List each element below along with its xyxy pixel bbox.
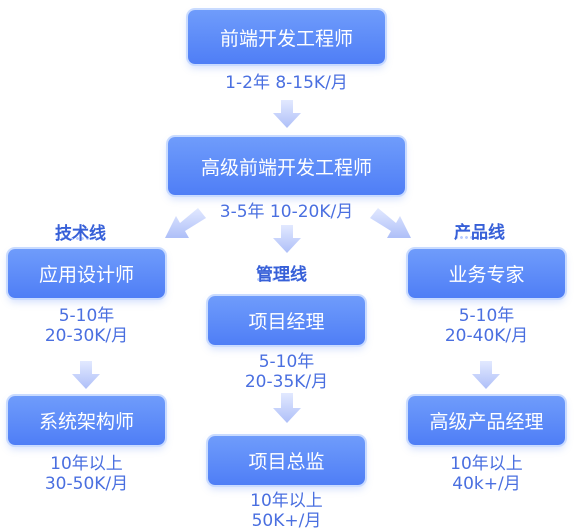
caption-line: 3-5年 10-20K/月 (219, 202, 354, 222)
caption-line: 5-10年 (258, 352, 315, 372)
arrow-down-tech (72, 361, 100, 389)
arrow-down-frontend (273, 100, 301, 128)
node-business-expert: 业务专家 (408, 249, 565, 298)
node-label: 项目总监 (248, 451, 325, 473)
branch-label-product: 产品线 (454, 223, 505, 243)
node-label: 系统架构师 (38, 411, 134, 433)
branch-label-management: 管理线 (256, 265, 307, 285)
node-app-designer: 应用设计师 (8, 249, 165, 298)
node-label: 前端开发工程师 (219, 27, 353, 50)
caption-line: 5-10年 (458, 306, 515, 326)
node-label: 高级前端开发工程师 (200, 156, 372, 179)
branch-label-tech: 技术线 (55, 224, 106, 244)
arrow-left-tech (165, 208, 206, 238)
node-system-architect: 系统架构师 (8, 396, 165, 445)
node-senior-product-manager: 高级产品经理 (408, 396, 565, 445)
node-project-director: 项目总监 (208, 436, 365, 485)
node-label: 应用设计师 (38, 264, 134, 286)
node-label: 业务专家 (448, 264, 525, 286)
node-project-manager: 项目经理 (208, 296, 365, 345)
caption-line: 5-10年 (58, 306, 115, 326)
caption-line: 20-30K/月 (44, 326, 129, 346)
caption-frontend: 1-2年 8-15K/月 (188, 73, 385, 93)
caption-line: 10年以上 (250, 491, 323, 511)
arrow-down-mgmt (273, 225, 301, 253)
caption-line: 30-50K/月 (44, 474, 129, 494)
node-label: 高级产品经理 (429, 411, 544, 433)
caption-line: 1-2年 8-15K/月 (225, 73, 348, 93)
node-senior-frontend-engineer: 高级前端开发工程师 (168, 137, 405, 195)
arrow-down-product (472, 361, 500, 389)
caption-system-architect: 10年以上 30-50K/月 (8, 454, 165, 494)
arrow-right-product (370, 208, 411, 238)
caption-line: 10年以上 (50, 454, 123, 474)
node-frontend-engineer: 前端开发工程师 (188, 10, 385, 64)
caption-senior-frontend: 3-5年 10-20K/月 (168, 202, 405, 222)
caption-app-designer: 5-10年 20-30K/月 (8, 306, 165, 346)
caption-line: 10年以上 (450, 454, 523, 474)
caption-line: 40k+/月 (452, 474, 521, 494)
caption-line: 20-40K/月 (444, 326, 529, 346)
caption-line: 50K+/月 (251, 511, 322, 531)
caption-project-manager: 5-10年 20-35K/月 (208, 352, 365, 392)
caption-line: 20-35K/月 (244, 372, 329, 392)
arrow-down-project (273, 393, 301, 423)
caption-project-director: 10年以上 50K+/月 (208, 491, 365, 531)
caption-senior-product-manager: 10年以上 40k+/月 (408, 454, 565, 494)
caption-business-expert: 5-10年 20-40K/月 (408, 306, 565, 346)
node-label: 项目经理 (248, 311, 325, 333)
